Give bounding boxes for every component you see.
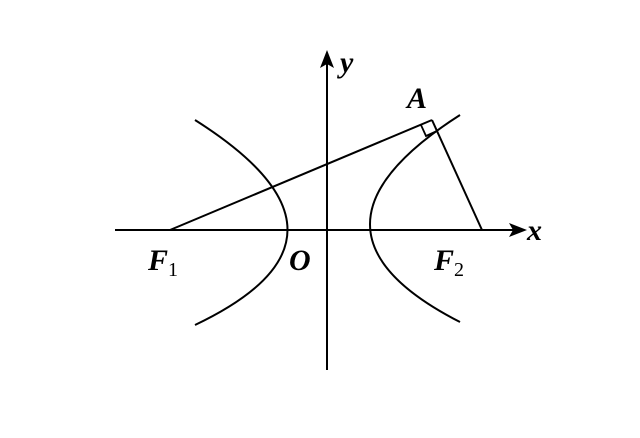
segment-f1-a [169, 119, 433, 231]
point-a-label: A [407, 82, 428, 115]
segment-a-f2 [431, 119, 483, 231]
x-axis-arrow [509, 223, 527, 237]
origin-label: O [289, 244, 311, 277]
y-axis-arrow [320, 50, 334, 68]
focus2-letter: F [434, 244, 455, 277]
right-angle-mark [420, 124, 438, 138]
focus1-label: F1 [148, 244, 179, 281]
focus2-label: F2 [434, 244, 465, 281]
x-axis-label: x [527, 214, 542, 247]
hyperbola-left-branch [194, 119, 289, 326]
hyperbola-right-branch [369, 114, 461, 323]
y-axis-label: y [340, 46, 354, 79]
focus1-letter: F [148, 244, 169, 277]
focus1-subscript: 1 [168, 259, 179, 281]
focus2-subscript: 2 [454, 259, 465, 281]
